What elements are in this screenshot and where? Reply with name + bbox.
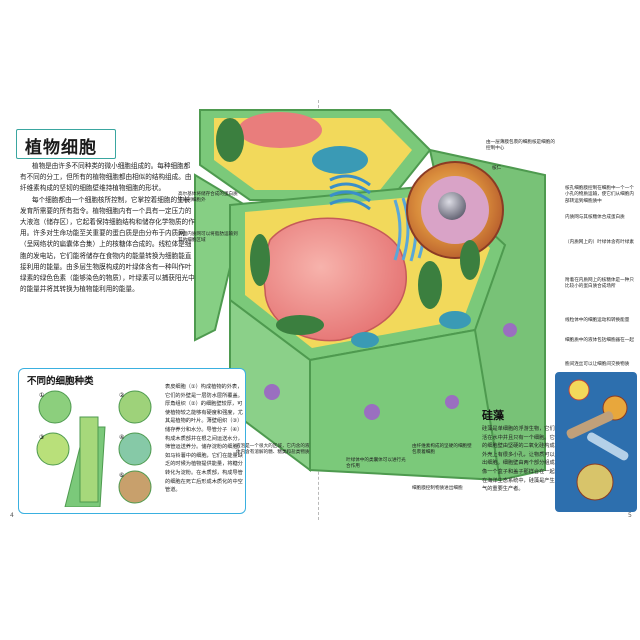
nucleolus [438,192,466,220]
label-cytoplasm: 细胞质中的液体包括细胞器在一起 [565,338,634,343]
intro-paragraph: 植物是由许多不同种类的微小细胞组成的。每种细胞都有不同的分工，但所有的植物细胞都… [20,162,192,193]
vacuole [263,217,407,342]
label-thylakoid: 叶绿体中的类囊体可以进行光合作用 [346,458,406,470]
upper-chloroplast [216,118,244,162]
label-rough-er: 内质网与其核糖体合成蛋白质 [565,215,625,220]
page-number-right: 5 [628,512,632,519]
golgi-body [329,174,371,211]
vessel [79,416,99,503]
label-golgi: 高尔基体将储存合成的蛋白质运输到细胞外 [178,192,238,204]
cell-type-circle [36,432,70,466]
label-cell-wall: 由纤维素构成的坚硬的细胞壁包裹着细胞 [412,444,472,456]
right-vesicle [503,323,517,337]
label-plasmodesmata: 胞间连丝可以让细胞间交换物质 [565,362,630,367]
marker-label: ③ [39,434,44,441]
intro-text: 植物是由许多不同种类的微小细胞组成的。每种细胞都有不同的分工，但所有的植物细胞都… [20,161,196,295]
cell-type-circle [118,470,152,504]
label-nuclear-pores: 核孔细胞膜控制在细胞中一个一个小孔的物质运输，使它们从细胞内部转运到细胞质中 [565,186,634,204]
diatom-cell [576,463,614,501]
marker-label: ① [39,392,44,399]
cell-type-circle [118,432,152,466]
label-nucleolus: 核仁 [492,166,502,171]
cell-types-description: 表皮细胞（①）构成植物的外表，它们的外壁是一层防水层所覆盖。厚角组织（②）的细胞… [165,384,243,494]
chloroplast [460,240,480,280]
intro-paragraph: 每个细胞都由一个细胞核所控制，它掌控着细胞的生长发育所需要的所有指令。植物细胞内… [20,195,195,294]
diatom-cell [568,379,590,401]
front-right-wall [309,328,502,482]
upper-mitochondrion [312,146,368,174]
label-smooth-er: 滑面内质网可以将脂肪运输到其他细胞区域 [178,232,238,244]
chloroplast [250,234,270,286]
cell-type-circle [118,390,152,424]
diatom-illustration [555,372,637,512]
label-chloroplast: （内质网上的）叶绿体含有叶绿素 [565,240,634,245]
chloroplast [276,315,324,335]
label-membrane: 细胞膜控制物质进出细胞 [412,486,463,491]
diatom-title: 硅藻 [482,409,504,422]
diatom-cell [587,432,629,461]
marker-label: ⑥ [119,472,124,479]
chloroplast [418,261,442,309]
marker-label: ④ [119,434,124,441]
page-title: 植物细胞 [25,138,97,158]
mitochondrion [439,311,471,329]
wall-vesicle [364,404,380,420]
upper-vacuole [238,112,322,148]
cell-types-illustration: ① ③ ② ④ ⑥ [36,390,152,507]
mitochondrion [351,332,379,348]
page-number-left: 4 [10,512,14,519]
wall-vesicle [445,395,459,409]
diatom-cell [566,411,614,439]
cell-types-box: 不同的细胞种类 ① ③ ② ④ ⑥ 表皮细胞（①）构成植物的外表，它们的外壁是一… [18,368,246,514]
label-vacuole: 液泡是一个很大的区域，它内含的液体内含有溶解的糖、糖类和盐类物质 [236,444,310,456]
label-nucleus: 由一层薄膜包裹的细胞核是细胞的控制中心 [486,140,555,152]
page-title-box: 植物细胞 [16,129,116,159]
cell-type-circle [38,390,72,424]
cell-types-title: 不同的细胞种类 [27,376,94,387]
marker-label: ② [119,392,125,399]
diatom-text: 硅藻是单细胞的浮游生物，它们生活在水中并且只有一个细胞。它们的细胞壁由坚硬的二氧… [482,426,560,493]
label-ribosome: 附着在内质网上的核糖体是一种只比较小的蛋白质合成场所 [565,278,634,290]
wall-vesicle [264,384,280,400]
label-mitochondria: 线粒体中的细胞运动和转换能量 [565,318,630,323]
